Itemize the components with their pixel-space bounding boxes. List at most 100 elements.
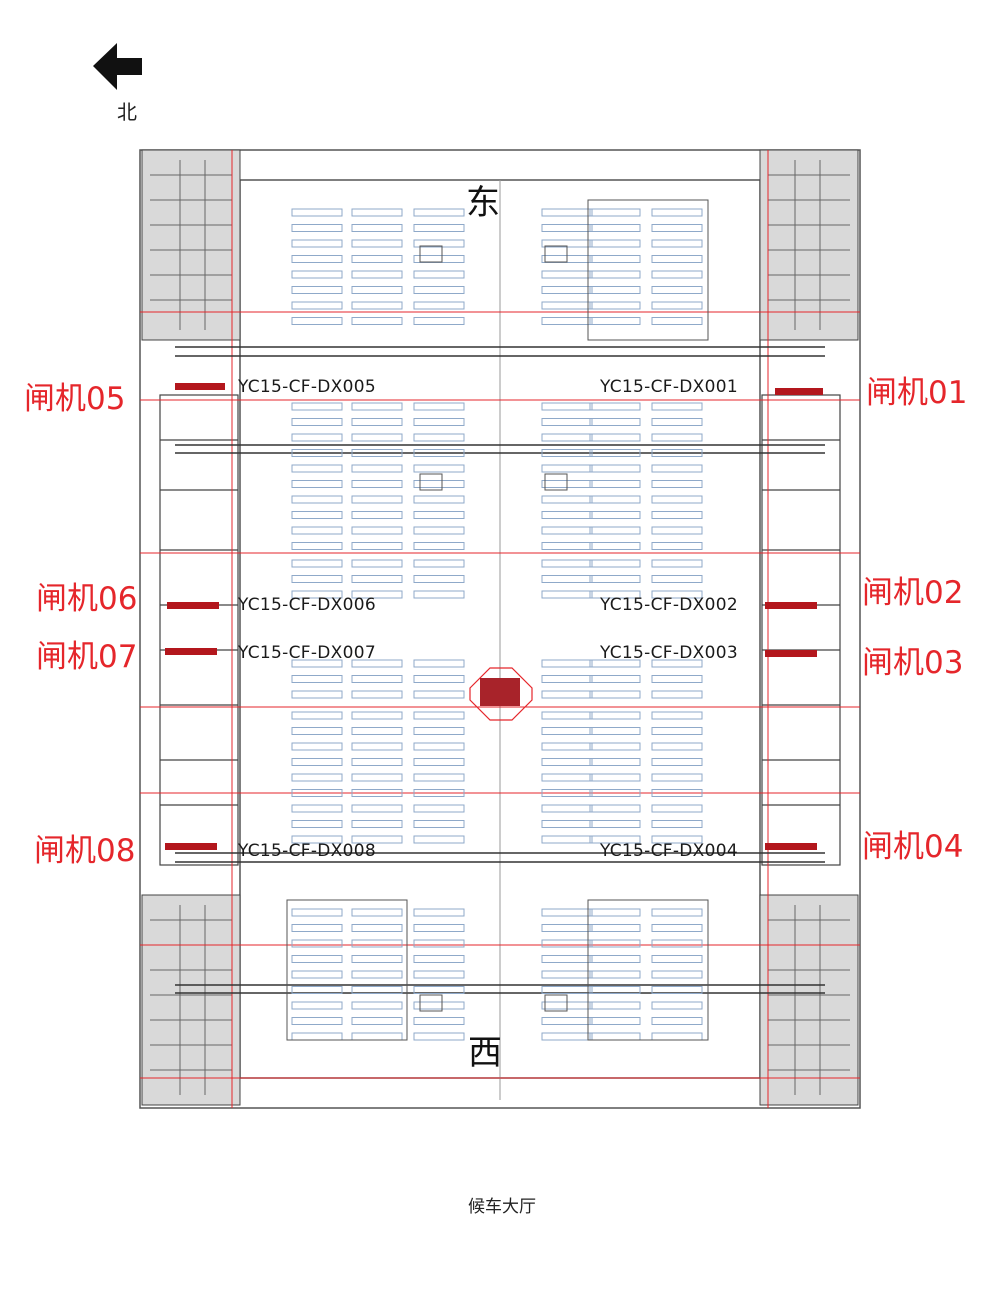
seat-row [351,317,403,325]
seat-row [351,208,403,217]
seat-row [589,955,641,963]
seat-row [651,239,703,248]
seat-row [351,464,403,473]
seat-row [589,495,641,504]
seat-row [589,1032,641,1041]
seat-row [351,575,403,583]
seat-row [541,559,593,568]
seat-row [413,727,465,735]
seat-row [541,908,593,917]
seat-row [589,1001,641,1010]
east-label: 东 [466,183,500,223]
seat-row [651,286,703,294]
seat-row [651,835,703,844]
north-label: 北 [117,100,137,124]
seat-row [651,711,703,720]
seat-row [351,939,403,948]
seat-row [651,758,703,766]
seat-row [351,224,403,232]
seat-row [651,449,703,457]
seat-row [291,449,343,457]
seat-row [541,590,593,599]
seat-row [651,820,703,828]
seat-row [541,418,593,426]
seat-row [589,1017,641,1025]
seat-row [291,804,343,813]
gate-label-04: 闸机04 [862,829,964,865]
seat-row [291,939,343,948]
seat-row [541,742,593,751]
seat-row [651,955,703,963]
hall-caption: 候车大厅 [468,1197,536,1217]
gate-bar-03 [765,650,817,657]
seat-row [541,758,593,766]
seat-row [351,955,403,963]
seat-row [291,480,343,488]
seat-row [291,559,343,568]
seat-row [413,575,465,583]
seat-row [413,286,465,294]
seat-row [413,924,465,932]
seat-row [291,758,343,766]
seat-row [413,239,465,248]
seat-row [541,301,593,310]
seat-row [413,789,465,797]
seat-row [651,659,703,668]
seat-row [351,690,403,699]
seat-row [351,986,403,994]
seat-row [413,742,465,751]
seat-row [351,239,403,248]
seat-row [351,511,403,519]
seat-row [291,208,343,217]
seat-row [651,939,703,948]
seat-row [651,402,703,411]
seat-row [291,789,343,797]
seat-row [589,758,641,766]
gate-bar-06 [167,602,219,609]
seat-row [651,224,703,232]
seat-row [413,559,465,568]
seat-row [413,402,465,411]
seat-row [541,433,593,442]
seat-row [351,908,403,917]
seat-row [589,804,641,813]
seat-row [589,711,641,720]
gate-label-01: 闸机01 [866,375,968,411]
seat-row [589,270,641,279]
seat-row [651,495,703,504]
seat-row [351,1001,403,1010]
seat-row [651,208,703,217]
seat-row [541,835,593,844]
seat-row [413,659,465,668]
device-label-005: YC15-CF-DX005 [238,377,376,397]
seat-row [291,742,343,751]
seat-row [541,1017,593,1025]
seat-row [351,402,403,411]
seat-row [651,317,703,325]
seat-row [291,675,343,683]
seat-row [589,559,641,568]
seat-row [541,789,593,797]
seat-row [351,924,403,932]
seat-row [413,1001,465,1010]
seat-row [291,955,343,963]
seat-row [291,542,343,550]
seat-row [291,495,343,504]
seat-row [589,742,641,751]
kiosks [286,199,709,1041]
seat-row [589,239,641,248]
seat-row [651,418,703,426]
seat-row [541,526,593,535]
seat-row [589,908,641,917]
seat-row [541,542,593,550]
gate-bar-02 [765,602,817,609]
seat-row [351,804,403,813]
seat-row [291,1017,343,1025]
seat-row [651,690,703,699]
seat-row [541,659,593,668]
seat-row [651,301,703,310]
seat-row [413,955,465,963]
seat-row [291,711,343,720]
seat-row [589,675,641,683]
